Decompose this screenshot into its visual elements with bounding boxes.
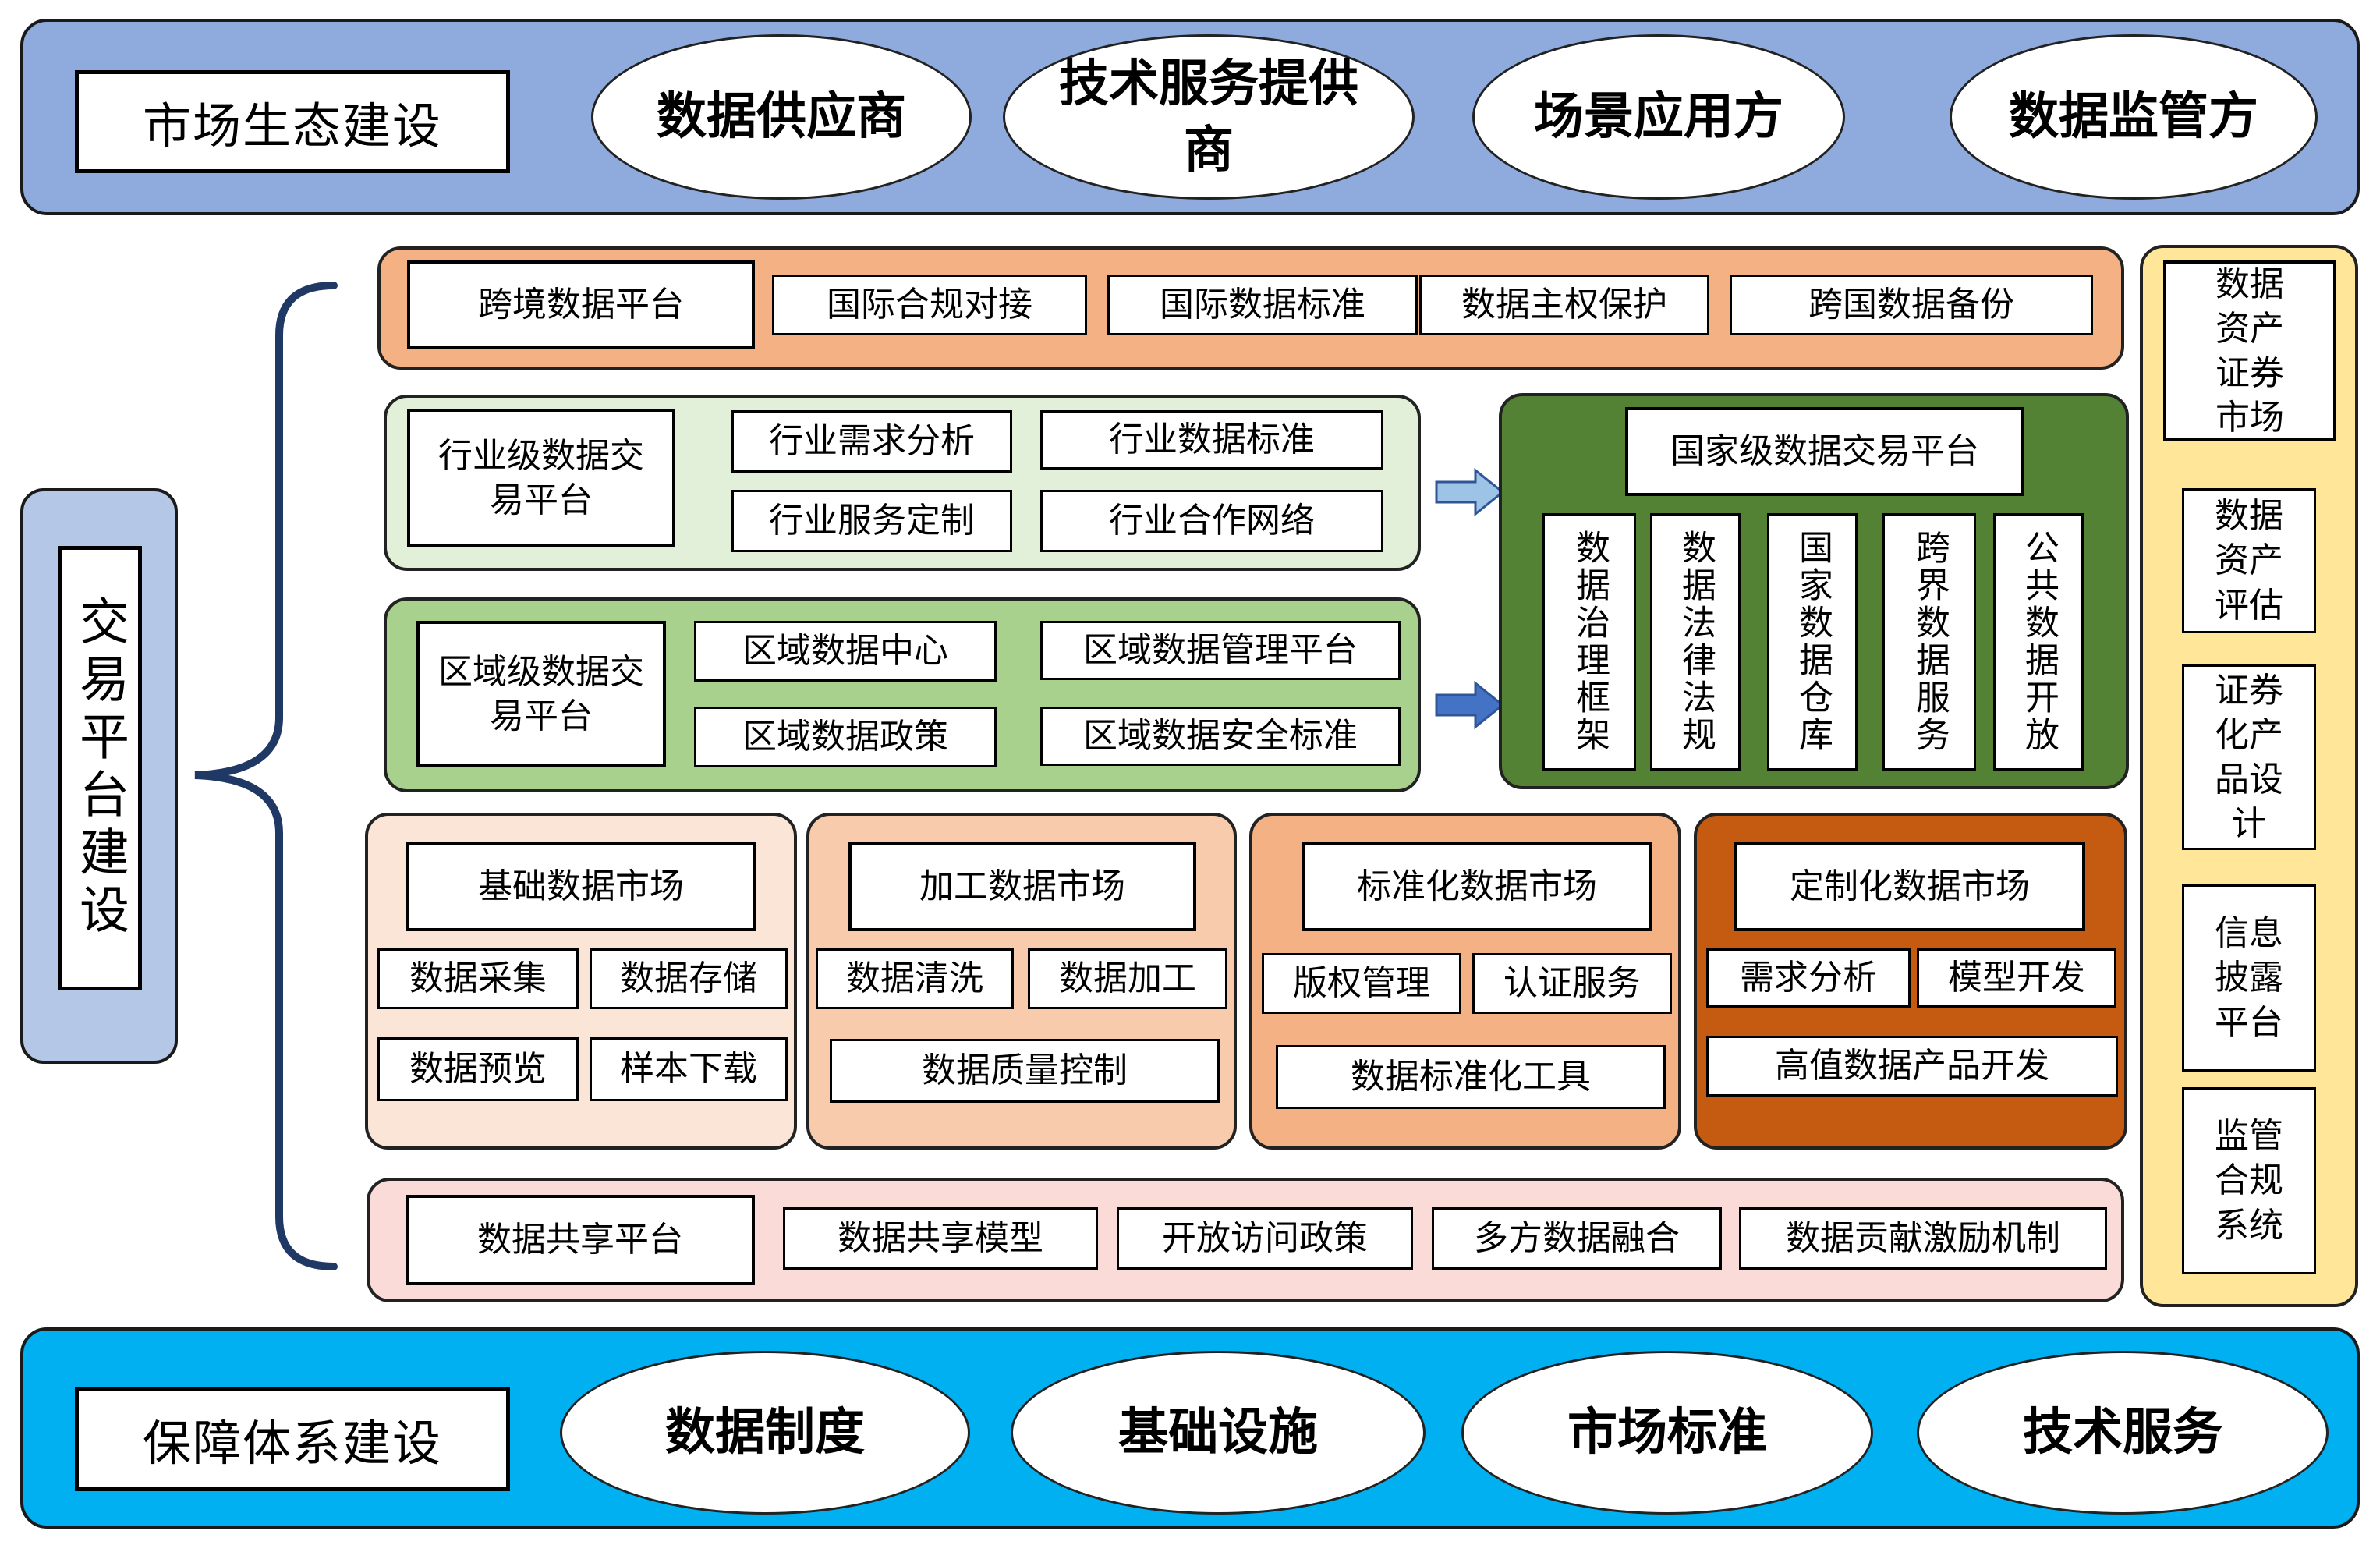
ellipse-data-supplier: 数据供应商: [591, 34, 972, 200]
sharing-item: 数据贡献激励机制: [1739, 1207, 2107, 1270]
securities-item: 信息披露平台: [2182, 884, 2316, 1072]
market-standard-title: 标准化数据市场: [1302, 842, 1652, 931]
ellipse-tech-service-provider: 技术服务提供商: [1003, 34, 1415, 200]
regional-title: 区域级数据交易平台: [416, 621, 666, 767]
cross-border-title: 跨境数据平台: [407, 260, 755, 349]
market-custom-title: 定制化数据市场: [1734, 842, 2085, 931]
market-basic-item: 数据存储: [590, 948, 788, 1009]
regional-item: 区域数据管理平台: [1040, 621, 1401, 680]
cross-border-item: 跨国数据备份: [1730, 275, 2093, 335]
market-processed-title: 加工数据市场: [848, 842, 1196, 931]
market-custom-item: 模型开发: [1917, 948, 2116, 1008]
securities-item: 监管合规系统: [2182, 1087, 2316, 1274]
ellipse-market-standard: 市场标准: [1461, 1351, 1873, 1515]
arrow-icon: [1435, 681, 1505, 729]
securities-item: 数据资产评估: [2182, 488, 2316, 633]
sharing-item: 开放访问政策: [1117, 1207, 1413, 1270]
national-item: 跨界数据服务: [1882, 513, 1976, 771]
national-item: 公共数据开放: [1993, 513, 2084, 771]
industry-item: 行业数据标准: [1040, 410, 1383, 470]
industry-item: 行业需求分析: [731, 410, 1012, 473]
market-basic-title: 基础数据市场: [406, 842, 756, 931]
cross-border-item: 国际合规对接: [772, 275, 1087, 335]
market-standard-item: 数据标准化工具: [1276, 1045, 1666, 1109]
regional-item: 区域数据中心: [694, 621, 997, 682]
guarantee-title: 保障体系建设: [75, 1387, 510, 1491]
ellipse-scenario-application: 场景应用方: [1472, 34, 1845, 200]
ellipse-data-regulator: 数据监管方: [1950, 34, 2318, 200]
industry-title: 行业级数据交易平台: [407, 409, 675, 547]
sharing-title: 数据共享平台: [406, 1195, 755, 1285]
brace-connector: [194, 282, 338, 1270]
market-processed-item: 数据质量控制: [830, 1039, 1220, 1103]
arrow-icon: [1435, 468, 1505, 516]
national-item: 数据治理框架: [1542, 513, 1636, 771]
market-basic-item: 数据采集: [377, 948, 579, 1009]
ellipse-tech-service: 技术服务: [1917, 1351, 2329, 1515]
industry-item: 行业服务定制: [731, 490, 1012, 552]
market-standard-item: 版权管理: [1262, 953, 1461, 1014]
securities-item: 证券化产品设计: [2182, 664, 2316, 850]
market-standard-item: 认证服务: [1472, 953, 1672, 1014]
national-item: 国家数据仓库: [1767, 513, 1858, 771]
regional-item: 区域数据安全标准: [1040, 707, 1401, 766]
market-custom-item: 需求分析: [1706, 948, 1911, 1008]
sharing-item: 多方数据融合: [1432, 1207, 1722, 1270]
sharing-item: 数据共享模型: [783, 1207, 1098, 1270]
market-processed-item: 数据加工: [1028, 948, 1227, 1009]
cross-border-item: 数据主权保护: [1419, 275, 1709, 335]
market-ecology-title: 市场生态建设: [75, 70, 510, 173]
market-basic-item: 数据预览: [377, 1037, 579, 1101]
industry-item: 行业合作网络: [1040, 490, 1383, 552]
trading-platform-title: 交易平台建设: [58, 546, 142, 990]
cross-border-item: 国际数据标准: [1107, 275, 1418, 335]
ellipse-data-system: 数据制度: [560, 1351, 970, 1515]
market-basic-item: 样本下载: [590, 1037, 788, 1101]
market-custom-item: 高值数据产品开发: [1706, 1036, 2118, 1097]
securities-item: 数据资产证券市场: [2163, 260, 2336, 441]
regional-item: 区域数据政策: [694, 707, 997, 767]
national-title: 国家级数据交易平台: [1625, 407, 2024, 496]
national-item: 数据法律法规: [1650, 513, 1741, 771]
ellipse-infrastructure: 基础设施: [1011, 1351, 1426, 1515]
market-processed-item: 数据清洗: [816, 948, 1014, 1009]
